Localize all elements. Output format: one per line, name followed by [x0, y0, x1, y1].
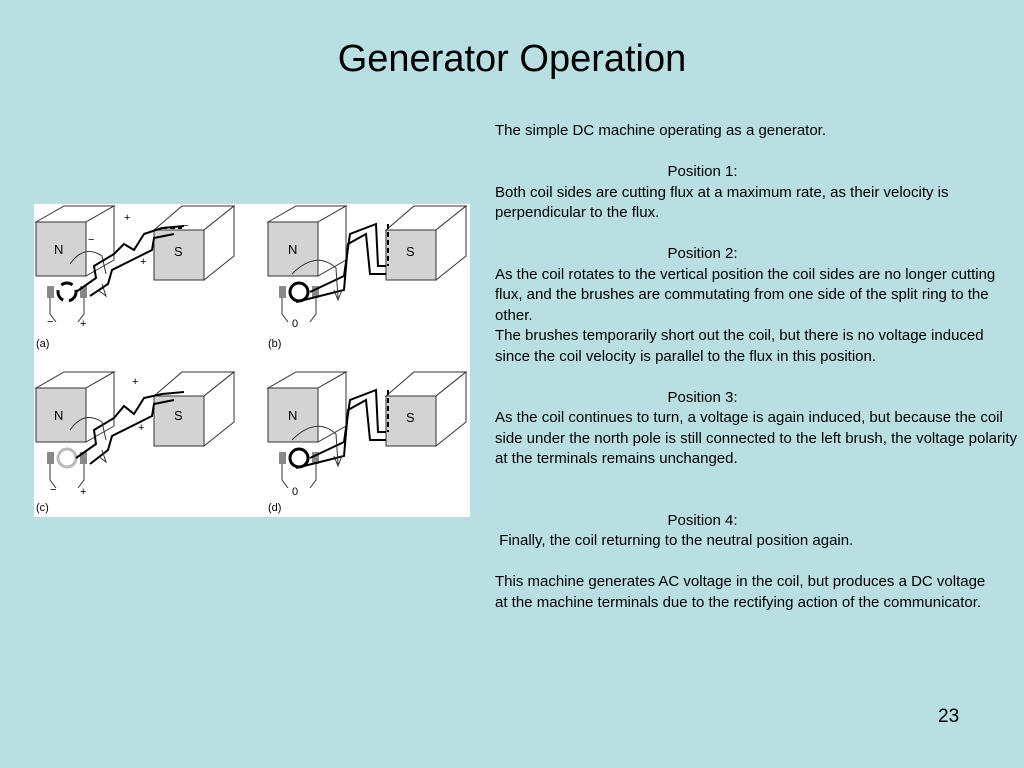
position-4-heading: Position 4:: [667, 511, 738, 529]
panel-d-south-label: S: [406, 410, 415, 425]
panel-b: [267, 205, 467, 323]
panel-c-south-label: S: [174, 408, 183, 423]
position-2-heading: Position 2:: [667, 245, 738, 262]
panel-c-terminal-plus: +: [80, 486, 87, 498]
generator-diagram: N S + − − + − + (a) N S 0 (b) N S + + − …: [34, 204, 470, 517]
panel-c-north-label: N: [54, 408, 64, 423]
position-2-body: As the coil rotates to the vertical posi…: [495, 265, 996, 324]
panel-d-north-label: N: [288, 408, 298, 423]
panel-a-mark-2: −: [88, 234, 95, 246]
panel-b-south-label: S: [406, 244, 415, 259]
panel-d-terminal-zero: 0: [292, 486, 299, 498]
panel-b-caption: (b): [268, 338, 282, 350]
generator-diagram-svg: [35, 205, 467, 489]
position-3-body: As the coil continues to turn, a voltage…: [495, 409, 1017, 467]
panel-a-north-label: N: [54, 242, 64, 257]
panel-a-mark-3: −: [182, 220, 189, 232]
panel-c-terminal-minus: −: [50, 484, 57, 496]
panel-c-mark-1: +: [132, 376, 139, 388]
panel-a-south-label: S: [174, 244, 183, 259]
panel-a-terminal-plus: +: [80, 318, 87, 330]
panel-d: [267, 371, 467, 489]
explanation-text: The simple DC machine operating as a gen…: [495, 121, 1020, 613]
panel-a-mark-4: +: [140, 256, 147, 268]
panel-b-terminal-zero: 0: [292, 318, 299, 330]
panel-c-caption: (c): [36, 502, 49, 514]
panel-c-mark-2: +: [138, 422, 145, 434]
panel-d-caption: (d): [268, 502, 282, 514]
panel-a-mark-1: +: [124, 212, 131, 224]
position-1-heading: Position 1:: [667, 163, 738, 180]
slide-title: Generator Operation: [337, 38, 687, 80]
panel-a-terminal-minus: −: [47, 316, 54, 328]
panel-c: [35, 371, 235, 489]
conclusion-text: This machine generates AC voltage in the…: [495, 573, 986, 611]
position-2-body-continued: The brushes temporarily short out the co…: [495, 327, 984, 365]
panel-b-north-label: N: [288, 242, 298, 257]
panel-a: [35, 205, 235, 323]
page-number: 23: [938, 706, 960, 727]
intro-text: The simple DC machine operating as a gen…: [495, 122, 827, 139]
position-3-heading: Position 3:: [667, 388, 738, 406]
position-1-body: Both coil sides are cutting flux at a ma…: [495, 183, 949, 222]
position-4-body: Finally, the coil returning to the neutr…: [495, 532, 854, 549]
panel-a-caption: (a): [36, 338, 50, 350]
